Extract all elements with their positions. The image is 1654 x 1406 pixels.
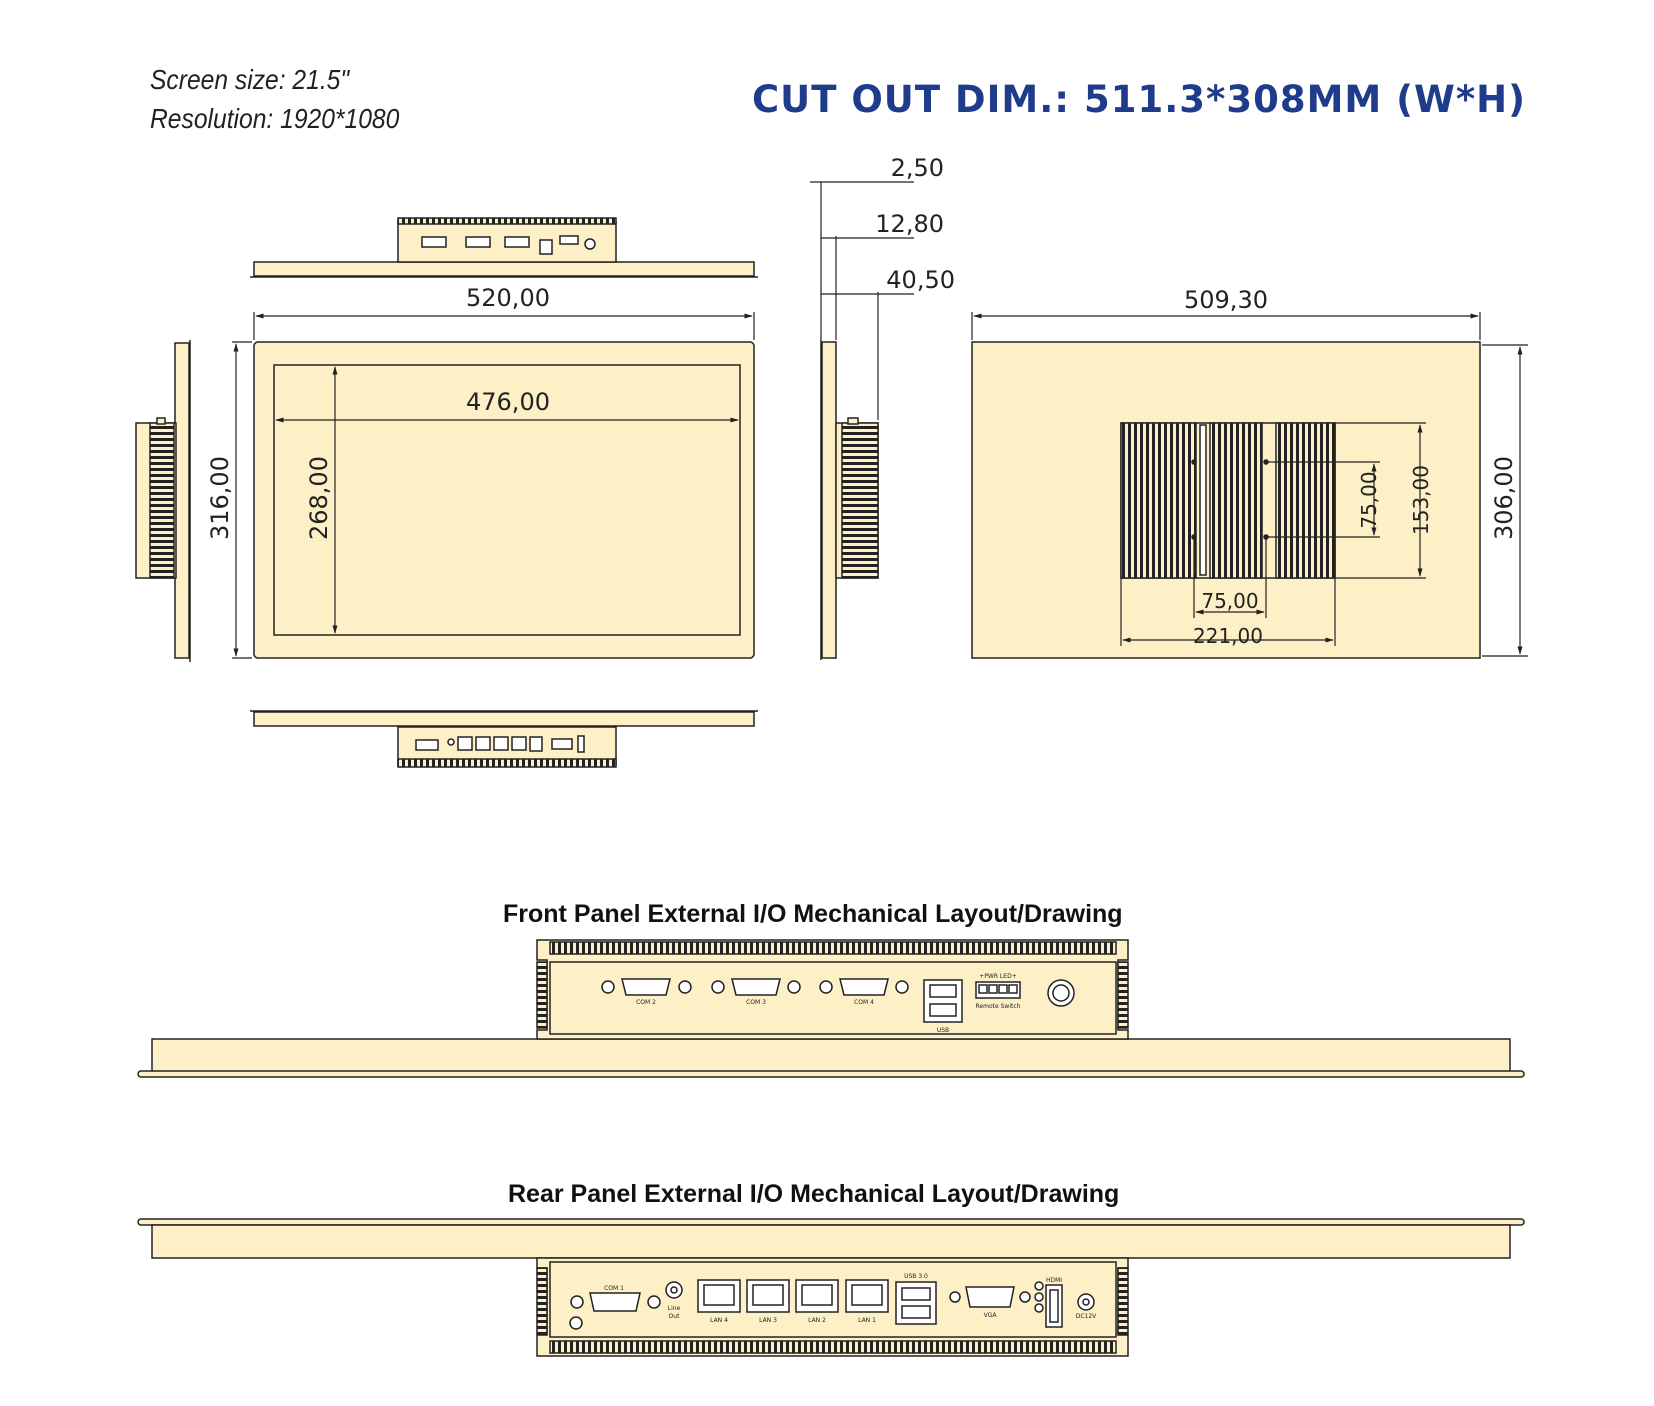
dim-back-width: 509,30 bbox=[1184, 286, 1268, 314]
dim-overall-height: 316,00 bbox=[206, 456, 234, 540]
rear-port-out: Out bbox=[669, 1313, 681, 1320]
front-port-com4: COM 4 bbox=[854, 999, 874, 1006]
dim-mount-221: 221,00 bbox=[1193, 624, 1263, 648]
dim-back-height: 306,00 bbox=[1490, 456, 1518, 540]
top-view bbox=[250, 217, 758, 278]
left-side-view bbox=[135, 340, 191, 662]
rear-port-usb3: USB 3.0 bbox=[904, 1273, 928, 1280]
dim-side-2-50: 2,50 bbox=[891, 154, 944, 182]
dim-overall-width: 520,00 bbox=[466, 284, 550, 312]
rear-port-com1: COM 1 bbox=[604, 1285, 624, 1292]
front-port-remote-switch: Remote Switch bbox=[976, 1003, 1021, 1010]
resolution-text: Resolution: 1920*1080 bbox=[150, 103, 400, 134]
front-port-usb: USB bbox=[937, 1027, 949, 1034]
dim-active-width: 476,00 bbox=[466, 388, 550, 416]
cutout-dimension-title: CUT OUT DIM.: 511.3*308MM (W*H) bbox=[752, 78, 1527, 121]
front-io-drawing bbox=[137, 939, 1525, 1078]
dim-active-height: 268,00 bbox=[305, 456, 333, 540]
rear-port-lan1: LAN 1 bbox=[858, 1317, 876, 1324]
dim-mount-75-vertical: 75,00 bbox=[1357, 471, 1381, 528]
rear-port-dc12v: DC12V bbox=[1076, 1313, 1097, 1320]
front-panel-title: Front Panel External I/O Mechanical Layo… bbox=[503, 900, 1123, 928]
front-port-com2: COM 2 bbox=[636, 999, 656, 1006]
rear-port-lan2: LAN 2 bbox=[808, 1317, 826, 1324]
dim-mount-153: 153,00 bbox=[1409, 465, 1433, 535]
dim-side-12-80: 12,80 bbox=[875, 210, 944, 238]
screen-size-text: Screen size: 21.5" bbox=[150, 64, 350, 95]
rear-port-hdmi: HDMI bbox=[1046, 1277, 1062, 1284]
dim-side-40-50: 40,50 bbox=[886, 266, 955, 294]
rear-port-lan4: LAN 4 bbox=[710, 1317, 728, 1324]
front-port-com3: COM 3 bbox=[746, 999, 766, 1006]
bottom-view bbox=[250, 710, 758, 768]
rear-port-lan3: LAN 3 bbox=[759, 1317, 777, 1324]
back-view bbox=[971, 341, 1481, 659]
front-port-pwr-led: +PWR LED+ bbox=[979, 973, 1016, 980]
side-profile-view bbox=[820, 340, 879, 660]
rear-port-line: Line bbox=[668, 1305, 681, 1312]
dim-mount-75-horizontal: 75,00 bbox=[1201, 589, 1258, 613]
rear-panel-title: Rear Panel External I/O Mechanical Layou… bbox=[508, 1180, 1120, 1208]
rear-io-drawing bbox=[137, 1218, 1525, 1357]
rear-port-vga: VGA bbox=[984, 1312, 998, 1319]
